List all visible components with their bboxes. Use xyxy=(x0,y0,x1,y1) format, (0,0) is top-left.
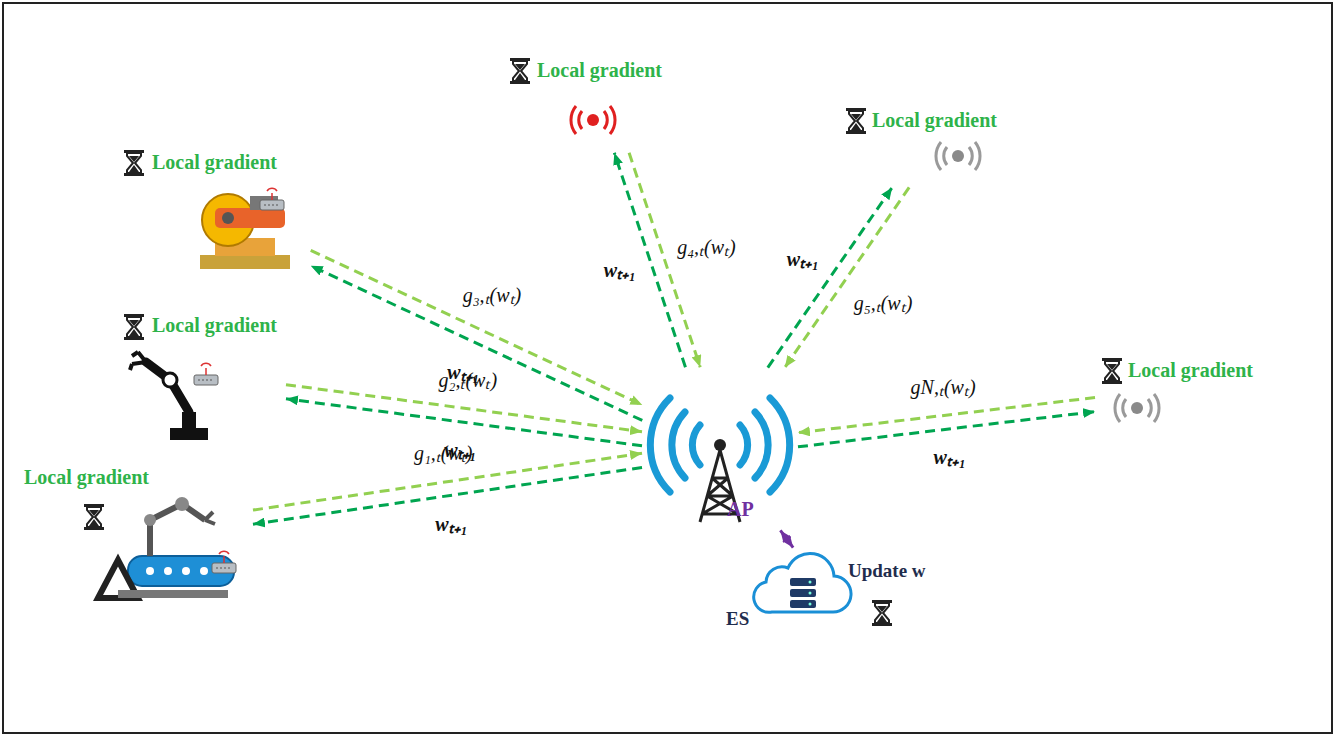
backhaul-link xyxy=(780,530,793,547)
device-node: Local gradient xyxy=(505,55,705,150)
model-broadcast-arrow xyxy=(311,266,643,421)
model-broadcast-arrow xyxy=(286,399,642,446)
node-label: Local gradient xyxy=(24,466,149,489)
edge-label: gN,ₜ(wₜ) xyxy=(911,373,976,400)
gradient-upload-arrow xyxy=(798,398,1095,433)
edge-label: wₜ₊₁ xyxy=(604,256,636,283)
sensor-icon-grey xyxy=(1115,394,1159,422)
gradient-upload-arrow xyxy=(629,153,700,367)
edge-label: g₃,ₜ(wₜ) xyxy=(463,281,522,308)
edge-label: g₅,ₜ(wₜ) xyxy=(854,289,913,316)
model-broadcast-arrow xyxy=(798,412,1095,447)
edge-label: wₜ₊₁ xyxy=(447,358,479,385)
sensor-icon-grey xyxy=(936,142,980,170)
device-node: Local gradient xyxy=(18,462,250,607)
edge-label: g₄,ₜ(wₜ) xyxy=(677,233,736,260)
frame xyxy=(3,3,1332,733)
edge-label: wₜ₊₁ xyxy=(934,443,966,470)
node-label: Local gradient xyxy=(152,151,277,174)
access-point-tower xyxy=(650,398,789,522)
hourglass-icons xyxy=(84,58,1122,626)
gradient-upload-arrow xyxy=(286,385,642,432)
node-label: Local gradient xyxy=(152,314,277,337)
model-broadcast-arrow xyxy=(768,187,892,367)
node-label: Local gradient xyxy=(1128,359,1253,382)
gradient-upload-arrow xyxy=(785,187,909,367)
gradient-upload-arrow xyxy=(311,250,643,405)
access-point: AP xyxy=(645,370,795,528)
sensor-icon-red xyxy=(571,106,615,134)
device-node: Local gradient xyxy=(118,308,283,453)
node-note: Update w xyxy=(848,560,926,582)
conveyor-robot-icon xyxy=(98,497,236,598)
device-node: Local gradient xyxy=(1098,355,1288,431)
cutting-machine-icon xyxy=(200,188,290,269)
edge-label: wₜ₊₁ xyxy=(435,510,467,537)
node-label: Local gradient xyxy=(872,109,997,132)
edge-label: wₜ₊₁ xyxy=(444,436,476,463)
device-node: Local gradient xyxy=(118,145,308,280)
edge-server-cloud xyxy=(754,553,851,612)
node-label: Local gradient xyxy=(537,59,662,82)
robot-arm-icon xyxy=(130,352,218,440)
edge-server: ES Update w xyxy=(722,550,932,636)
edge-label: wₜ₊₁ xyxy=(787,245,819,272)
node-label: ES xyxy=(726,608,749,630)
node-label: AP xyxy=(727,498,754,521)
device-node: Local gradient xyxy=(840,105,1020,185)
